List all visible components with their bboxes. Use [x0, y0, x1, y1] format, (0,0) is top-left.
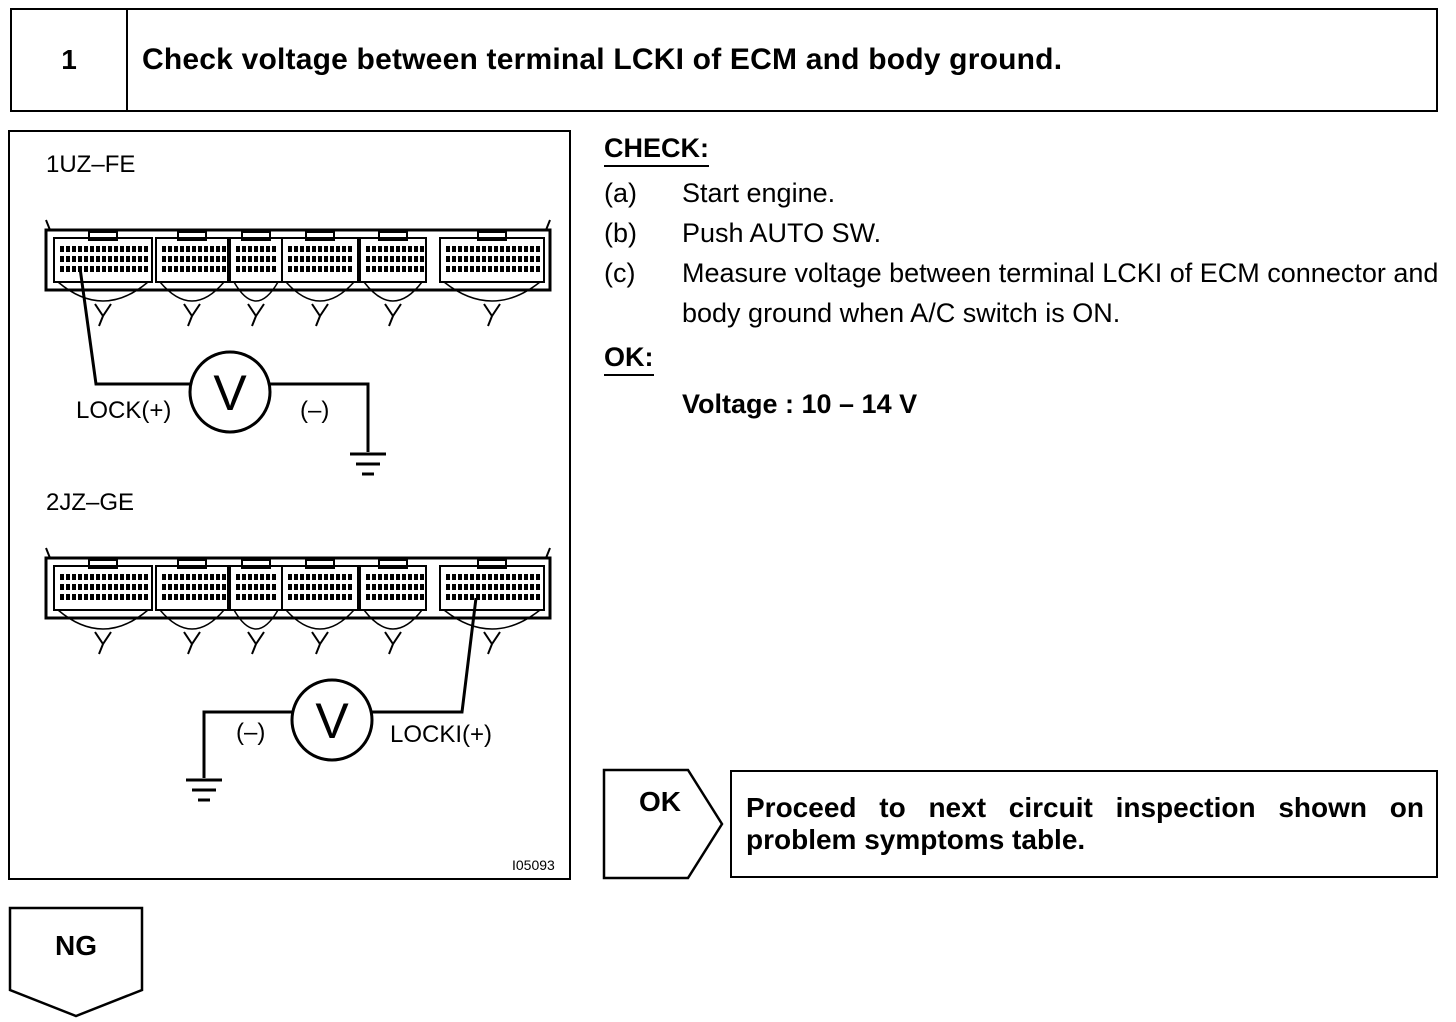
minus-label-1: (–) — [300, 397, 329, 424]
ecm-connector — [229, 559, 283, 655]
check-item-letter: (c) — [604, 258, 636, 288]
check-item-text: Start engine. — [682, 178, 836, 208]
minus-label-2: (–) — [236, 719, 265, 746]
check-item-text: Measure voltage between terminal LCKI of… — [682, 258, 1439, 328]
circuit-2jz — [186, 597, 478, 802]
ecm-connector — [439, 559, 545, 655]
check-item-letter: (b) — [604, 218, 637, 248]
check-item-letter: (a) — [604, 178, 637, 208]
ecm-connector-block-1uz — [44, 219, 552, 327]
ecm-connector-block-2jz — [44, 547, 552, 655]
diagram-svg: 1UZ–FE 2JZ–GE V V LOCK(+) (–) (–) LOCKI(… — [44, 151, 555, 873]
check-section: CHECK: (a) Start engine. (b) Push AUTO S… — [604, 128, 1444, 424]
ok-voltage-value: Voltage : 10 – 14 V — [682, 389, 918, 419]
check-item-text: Push AUTO SW. — [682, 218, 882, 248]
circuit-1uz — [78, 267, 386, 476]
ok-label: OK — [639, 786, 681, 817]
ecm-connector — [439, 231, 545, 327]
ok-heading: OK: — [604, 342, 654, 376]
engine-2-label: 2JZ–GE — [46, 489, 134, 516]
ng-label: NG — [55, 930, 97, 961]
engine-1-label: 1UZ–FE — [46, 151, 135, 178]
ecm-connector — [281, 559, 359, 655]
check-item-c: (c) Measure voltage between terminal LCK… — [604, 253, 1444, 333]
ecm-connector — [359, 231, 427, 327]
figure-id: I05093 — [512, 857, 555, 873]
ecm-connector — [53, 559, 153, 655]
ecm-connector — [359, 559, 427, 655]
lock-plus-label: LOCK(+) — [76, 397, 171, 424]
check-item-a: (a) Start engine. — [604, 173, 1444, 213]
step-number: 1 — [12, 10, 128, 110]
voltmeter-2-symbol: V — [315, 693, 349, 749]
voltmeter-2 — [290, 678, 374, 762]
ng-arrow-shape — [8, 906, 144, 1018]
ecm-connector — [53, 231, 153, 327]
step-header: 1 Check voltage between terminal LCKI of… — [10, 8, 1438, 112]
voltmeter-1-symbol: V — [213, 365, 247, 421]
ecm-connector — [155, 559, 229, 655]
wiring-diagram: 1UZ–FE 2JZ–GE V V LOCK(+) (–) (–) LOCKI(… — [8, 130, 571, 880]
ok-arrow-shape — [602, 768, 724, 880]
check-heading: CHECK: — [604, 133, 709, 167]
ecm-connector — [281, 231, 359, 327]
ok-result-box: Proceed to next circuit inspection shown… — [730, 770, 1438, 878]
locki-plus-label: LOCKI(+) — [390, 721, 492, 748]
check-item-b: (b) Push AUTO SW. — [604, 213, 1444, 253]
ecm-connector — [155, 231, 229, 327]
voltmeter-1 — [188, 350, 272, 434]
step-title: Check voltage between terminal LCKI of E… — [142, 43, 1063, 76]
ecm-connector — [229, 231, 283, 327]
